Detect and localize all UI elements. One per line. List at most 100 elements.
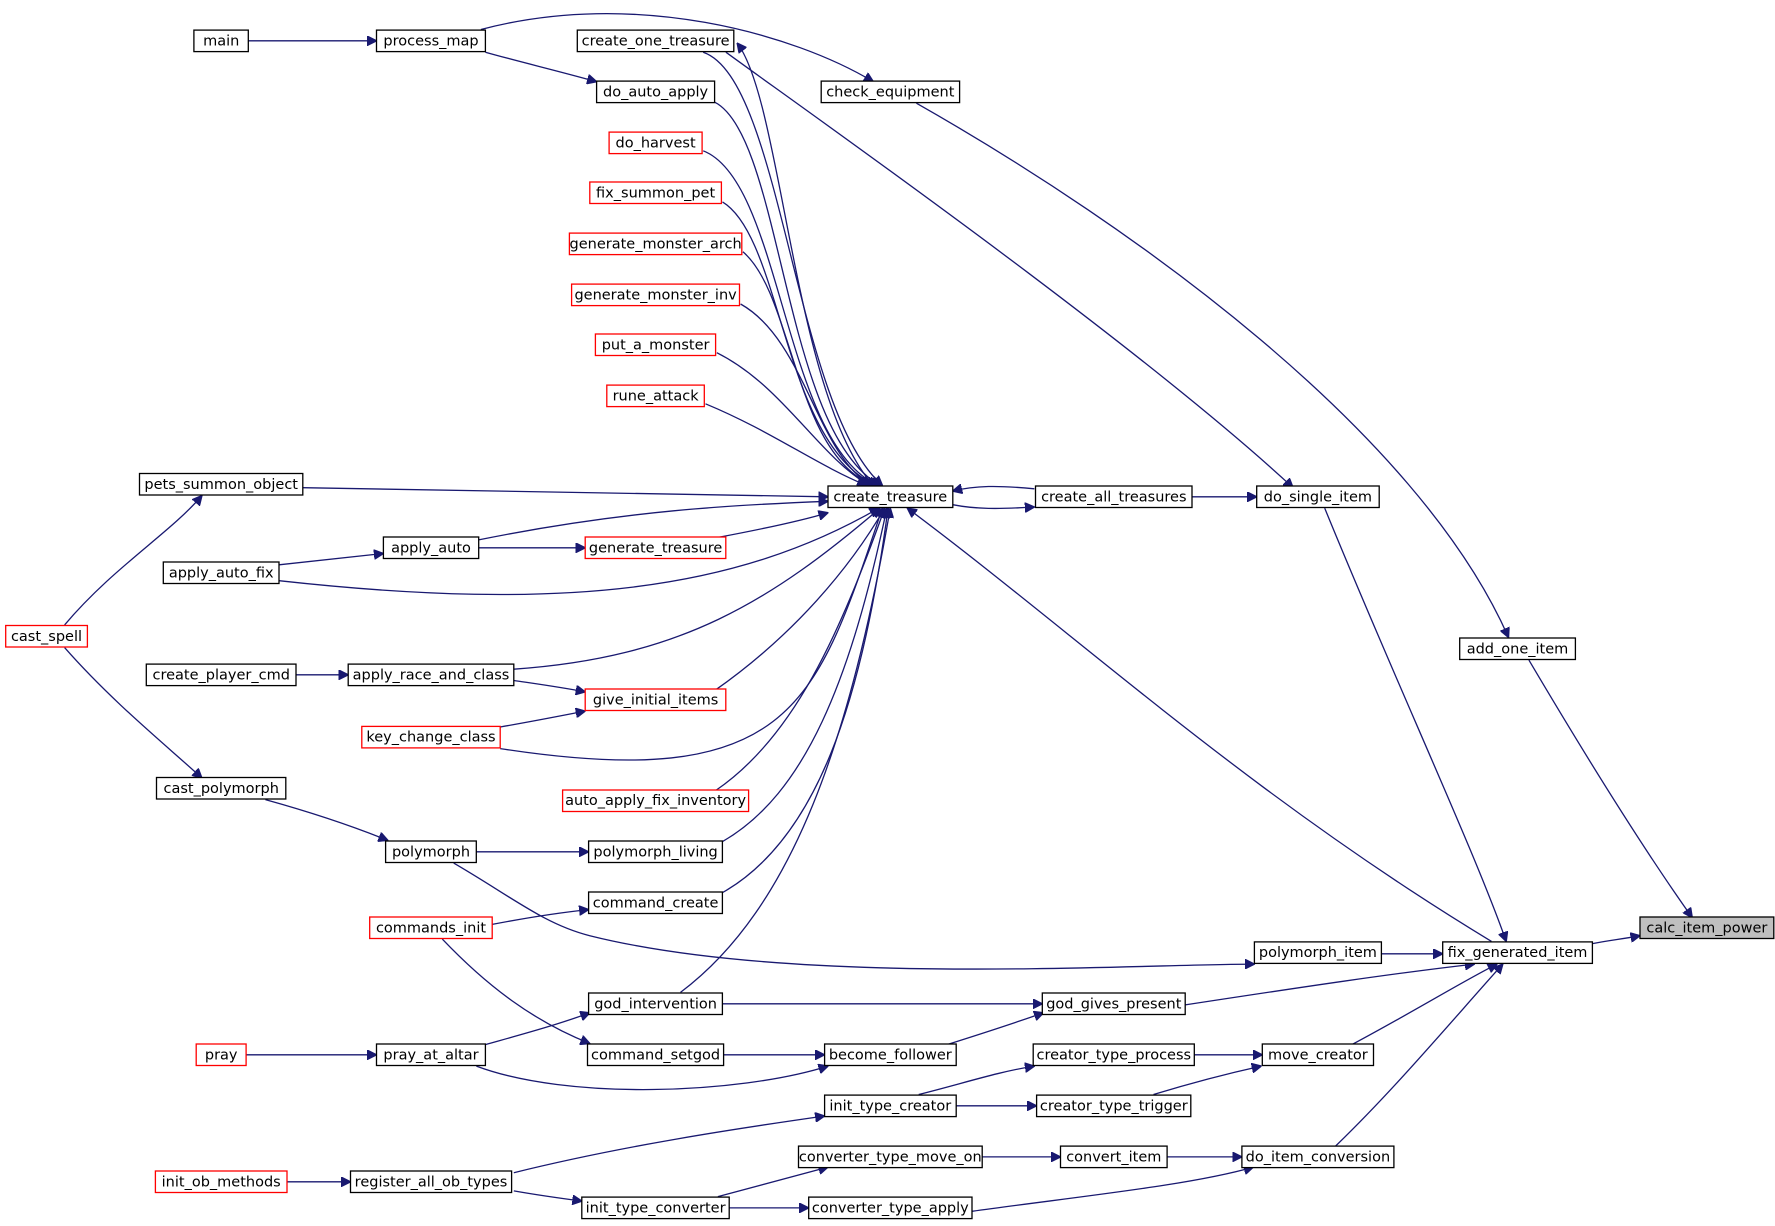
node-calc_item_power[interactable]: calc_item_power: [1639, 916, 1775, 940]
edge-polymorph-to-polymorph_item: [453, 862, 1255, 970]
node-polymorph_living[interactable]: polymorph_living: [587, 840, 724, 864]
node-god_gives_present[interactable]: god_gives_present: [1041, 992, 1186, 1016]
node-do_auto_apply[interactable]: do_auto_apply: [595, 80, 716, 104]
node-label: god_intervention: [594, 996, 717, 1012]
node-box: [1261, 1043, 1375, 1067]
node-apply_auto_fix[interactable]: apply_auto_fix: [162, 561, 280, 585]
node-move_creator[interactable]: move_creator: [1261, 1043, 1375, 1067]
edge-cast_spell-to-cast_polymorph: [64, 647, 202, 779]
node-create_player_cmd[interactable]: create_player_cmd: [145, 663, 297, 687]
node-give_initial_items[interactable]: give_initial_items: [584, 688, 727, 712]
node-convert_item[interactable]: convert_item: [1059, 1145, 1168, 1169]
node-label: fix_summon_pet: [596, 185, 715, 201]
node-box: [808, 1196, 973, 1220]
node-converter_type_move_on[interactable]: converter_type_move_on: [797, 1145, 983, 1169]
edge-key_change_class-to-give_initial_items: [500, 711, 585, 728]
node-box: [587, 992, 724, 1016]
node-commands_init[interactable]: commands_init: [369, 916, 493, 940]
node-main[interactable]: main: [193, 29, 249, 53]
node-command_setgod[interactable]: command_setgod: [586, 1043, 725, 1067]
node-process_map[interactable]: process_map: [375, 29, 487, 53]
node-box: [589, 181, 723, 205]
node-creator_type_trigger[interactable]: creator_type_trigger: [1035, 1094, 1192, 1118]
node-command_create[interactable]: command_create: [587, 891, 724, 915]
node-creator_type_process[interactable]: creator_type_process: [1032, 1043, 1195, 1067]
node-pray_at_altar[interactable]: pray_at_altar: [375, 1043, 487, 1067]
node-auto_apply_fix_inventory[interactable]: auto_apply_fix_inventory: [561, 789, 750, 813]
node-generate_monster_inv[interactable]: generate_monster_inv: [570, 283, 741, 307]
node-label: pray: [205, 1047, 238, 1063]
edge-fix_generated_item-to-calc_item_power: [1592, 936, 1640, 945]
node-box: [369, 916, 493, 940]
edge-pray_at_altar-to-god_intervention: [485, 1013, 589, 1046]
node-box: [1041, 992, 1186, 1016]
node-create_treasure[interactable]: create_treasure: [827, 485, 954, 509]
node-rune_attack[interactable]: rune_attack: [606, 384, 705, 408]
node-init_ob_methods[interactable]: init_ob_methods: [154, 1170, 288, 1194]
edge-apply_auto_fix-to-apply_auto: [278, 554, 383, 566]
node-label: converter_type_move_on: [799, 1149, 982, 1165]
node-put_a_monster[interactable]: put_a_monster: [594, 333, 717, 357]
node-box: [5, 624, 89, 648]
node-god_intervention[interactable]: god_intervention: [587, 992, 724, 1016]
node-label: polymorph: [392, 844, 470, 860]
node-label: do_single_item: [1264, 489, 1372, 505]
node-fix_generated_item[interactable]: fix_generated_item: [1442, 941, 1594, 965]
node-apply_auto[interactable]: apply_auto: [382, 536, 480, 560]
node-polymorph_item[interactable]: polymorph_item: [1253, 941, 1383, 965]
edge-do_auto_apply-to-create_treasure: [714, 101, 881, 485]
edge-register_all_ob_types-to-init_type_converter: [513, 1190, 582, 1201]
edge-god_gives_present-to-fix_generated_item: [1185, 964, 1474, 1006]
node-init_type_creator[interactable]: init_type_creator: [823, 1094, 957, 1118]
node-label: creator_type_process: [1037, 1047, 1192, 1063]
node-cast_spell[interactable]: cast_spell: [5, 624, 89, 648]
node-label: move_creator: [1268, 1047, 1368, 1063]
edge-layer: [64, 13, 1693, 1212]
node-label: apply_race_and_class: [353, 667, 510, 683]
node-converter_type_apply[interactable]: converter_type_apply: [808, 1196, 973, 1220]
node-box: [797, 1145, 983, 1169]
node-fix_summon_pet[interactable]: fix_summon_pet: [589, 181, 723, 205]
node-do_item_conversion[interactable]: do_item_conversion: [1241, 1145, 1395, 1169]
node-label: add_one_item: [1467, 641, 1569, 657]
node-check_equipment[interactable]: check_equipment: [820, 80, 961, 104]
node-label: give_initial_items: [593, 692, 718, 708]
node-label: create_treasure: [833, 489, 947, 505]
node-label: pets_summon_object: [144, 477, 298, 493]
node-cast_polymorph[interactable]: cast_polymorph: [155, 776, 287, 800]
node-label: commands_init: [376, 920, 486, 936]
node-polymorph[interactable]: polymorph: [384, 840, 477, 864]
node-label: creator_type_trigger: [1040, 1098, 1188, 1114]
node-box: [1639, 916, 1775, 940]
node-do_single_item[interactable]: do_single_item: [1256, 485, 1380, 509]
node-label: init_ob_methods: [162, 1174, 281, 1190]
node-box: [820, 80, 961, 104]
edge-move_creator-to-fix_generated_item: [1351, 964, 1497, 1046]
node-label: command_create: [593, 895, 719, 911]
node-apply_race_and_class[interactable]: apply_race_and_class: [347, 663, 515, 687]
node-create_all_treasures[interactable]: create_all_treasures: [1034, 485, 1193, 509]
node-box: [823, 1043, 957, 1067]
edge-create_one_treasure-to-create_treasure: [702, 51, 882, 485]
node-register_all_ob_types[interactable]: register_all_ob_types: [349, 1170, 513, 1194]
node-box: [584, 536, 727, 560]
node-label: calc_item_power: [1646, 920, 1767, 936]
edge-check_equipment-to-add_one_item: [916, 102, 1508, 637]
node-add_one_item[interactable]: add_one_item: [1459, 637, 1577, 661]
node-create_one_treasure[interactable]: create_one_treasure: [576, 29, 735, 53]
node-become_follower[interactable]: become_follower: [823, 1043, 957, 1067]
node-do_harvest[interactable]: do_harvest: [608, 131, 703, 155]
edge-process_map-to-do_auto_apply: [485, 51, 596, 81]
node-box: [349, 1170, 513, 1194]
edge-fix_summon_pet-to-create_treasure: [722, 201, 876, 486]
node-generate_treasure[interactable]: generate_treasure: [584, 536, 727, 560]
node-box: [145, 663, 297, 687]
node-box: [587, 840, 724, 864]
node-init_type_converter[interactable]: init_type_converter: [581, 1196, 730, 1220]
node-label: create_player_cmd: [152, 667, 289, 683]
node-pets_summon_object[interactable]: pets_summon_object: [138, 472, 304, 496]
node-generate_monster_arch[interactable]: generate_monster_arch: [568, 232, 743, 256]
node-pray[interactable]: pray: [195, 1043, 247, 1067]
node-key_change_class[interactable]: key_change_class: [361, 725, 501, 749]
